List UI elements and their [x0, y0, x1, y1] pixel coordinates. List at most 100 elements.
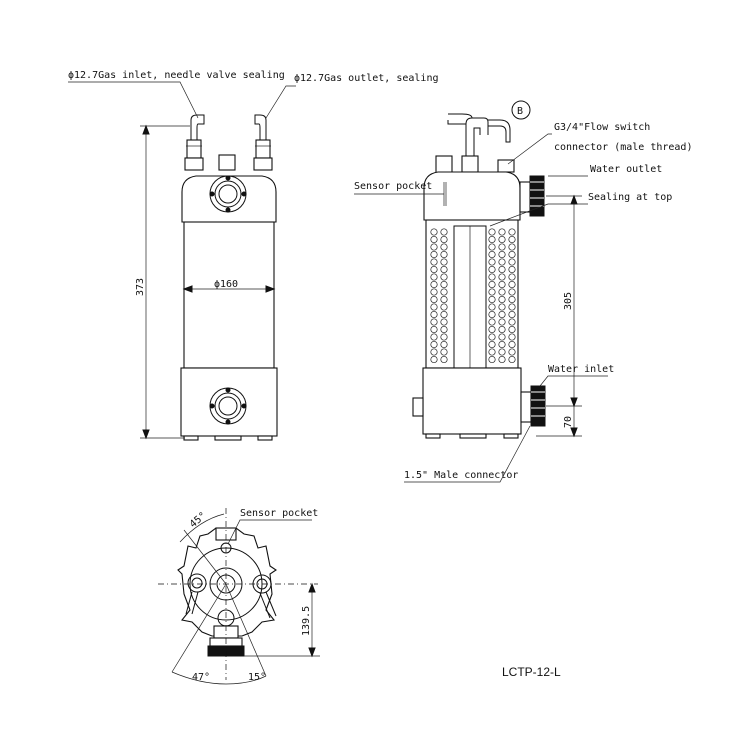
side-bottom-block [422, 367, 522, 435]
side-view: B [354, 100, 692, 483]
coil-circle [440, 288, 448, 296]
coil-circle [498, 348, 506, 356]
gas-outlet-label: ϕ12.7Gas outlet, sealing [294, 73, 439, 84]
flow-switch-connector-front [218, 154, 236, 171]
coil-circle [498, 228, 506, 236]
height-total-label: 373 [135, 278, 146, 296]
coil-circle [498, 258, 506, 266]
coil-circle [430, 325, 438, 334]
coil-circle [488, 288, 496, 296]
coil-circle [488, 273, 496, 281]
coil-circle [440, 318, 448, 326]
coil-circle [508, 258, 516, 266]
coil-circle [488, 318, 496, 326]
coil-circle [430, 303, 438, 311]
coil-circle [498, 303, 506, 311]
coil-circle [430, 310, 438, 319]
coil-circle [498, 310, 506, 319]
coil-circle [498, 288, 506, 296]
coil-circle [488, 228, 496, 236]
coil-circle [488, 325, 496, 334]
coil-circle [430, 288, 438, 296]
sensor-pocket-side-label: Sensor pocket [354, 181, 432, 192]
coil-circle [508, 265, 516, 274]
coil-circle [430, 295, 438, 304]
coil-circle [440, 295, 448, 304]
coil-circle [498, 280, 506, 289]
coil-circle [440, 348, 448, 356]
coil-pattern [430, 228, 516, 364]
coil-circle [498, 325, 506, 334]
coil-circle [440, 265, 448, 274]
coil-circle [488, 355, 496, 364]
coil-circle [430, 235, 438, 244]
coil-circle [498, 273, 506, 281]
coil-circle [430, 280, 438, 289]
coil-circle [508, 273, 516, 281]
coil-circle [440, 250, 448, 259]
angle-45-label: 45° [188, 510, 209, 530]
height-inner-label: 305 [563, 292, 574, 310]
top-cap [181, 175, 277, 223]
gas-inlet-label: ϕ12.7Gas inlet, needle valve sealing [68, 70, 285, 81]
coil-circle [488, 280, 496, 289]
coil-circle [498, 355, 506, 364]
coil-circle [498, 340, 506, 349]
coil-circle [430, 333, 438, 341]
coil-circle [508, 295, 516, 304]
coil-circle [440, 273, 448, 281]
coil-circle [498, 235, 506, 244]
male-connector-label: 1.5" Male connector [404, 470, 518, 481]
gas-inlet-fitting [184, 114, 205, 171]
coil-circle [488, 250, 496, 259]
coil-circle [508, 318, 516, 326]
coil-circle [488, 340, 496, 349]
sealing-top-label: Sealing at top [588, 192, 672, 203]
top-pipe-left [465, 117, 489, 160]
coil-circle [440, 333, 448, 341]
coil-circle [430, 243, 438, 251]
coil-circle [488, 310, 496, 319]
side-top-cap [423, 171, 521, 221]
coil-circle [498, 295, 506, 304]
coil-circle [508, 243, 516, 251]
coil-circle [508, 235, 516, 244]
coil-circle [508, 325, 516, 334]
coil-circle [430, 318, 438, 326]
top-view: 45° 47° 15° 139.5 Sensor pocket [158, 508, 320, 685]
coil-circle [488, 243, 496, 251]
coil-circle [498, 318, 506, 326]
main-cylinder-front [183, 221, 275, 369]
coil-circle [498, 265, 506, 274]
coil-circle [440, 325, 448, 334]
flow-switch-label-1: G3/4"Flow switch [554, 122, 650, 133]
coil-circle [508, 340, 516, 349]
coil-circle [430, 273, 438, 281]
water-inlet-label: Water inlet [548, 364, 614, 375]
coil-circle [430, 348, 438, 356]
side-fitting [435, 155, 453, 175]
front-view: ϕ160 373 ϕ12.7Gas inlet, needle valve se… [68, 70, 439, 441]
coil-circle [440, 310, 448, 319]
diameter-label: ϕ160 [214, 279, 238, 290]
detail-b-label: B [517, 106, 523, 117]
coil-circle [440, 280, 448, 289]
coil-circle [430, 355, 438, 364]
angle-15-label: 15° [248, 672, 266, 683]
gas-outlet-fitting [253, 114, 273, 171]
flow-switch-label-2: connector (male thread) [554, 142, 692, 153]
water-outlet-label: Water outlet [590, 164, 662, 175]
coil-circle [430, 265, 438, 274]
coil-circle [508, 348, 516, 356]
coil-circle [430, 250, 438, 259]
sensor-pocket-top-label: Sensor pocket [240, 508, 318, 519]
coil-circle [508, 228, 516, 236]
coil-circle [498, 333, 506, 341]
coil-circle [440, 340, 448, 349]
dim-139-label: 139.5 [301, 606, 312, 636]
height-bottom-label: 70 [563, 416, 574, 428]
coil-circle [440, 235, 448, 244]
coil-circle [488, 303, 496, 311]
coil-circle [440, 303, 448, 311]
